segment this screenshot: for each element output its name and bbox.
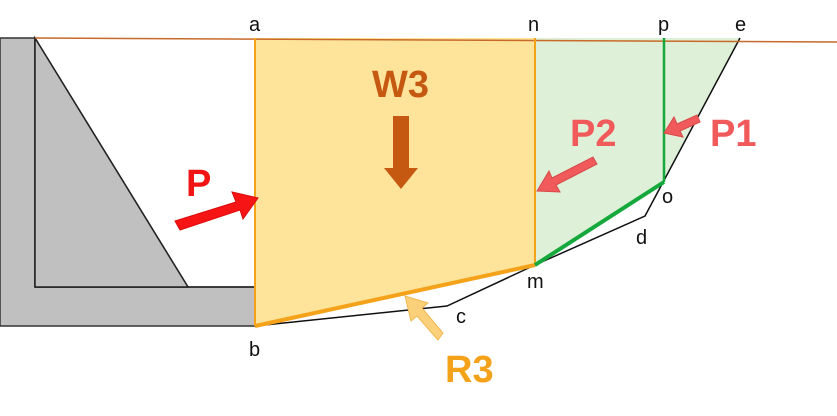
yellow-wedge — [255, 38, 535, 326]
w3-arrow — [384, 116, 418, 189]
p1-arrow — [663, 114, 701, 138]
label-p2: P2 — [570, 113, 616, 155]
wall-heel — [34, 35, 190, 288]
p-arrow — [174, 191, 259, 231]
ground-surface-line — [34, 37, 837, 43]
label-p1: P1 — [710, 113, 756, 155]
label-point-e: e — [735, 14, 746, 36]
label-point-m: m — [527, 271, 544, 293]
label-p: P — [186, 163, 211, 205]
label-point-b: b — [249, 339, 260, 361]
r3-arrow — [404, 295, 444, 341]
label-point-o: o — [662, 186, 673, 208]
green-wedge — [535, 38, 740, 265]
line-mo — [533, 180, 666, 267]
label-point-d: d — [636, 227, 647, 249]
label-w3: W3 — [372, 64, 429, 106]
label-point-c: c — [456, 306, 466, 328]
label-point-p: p — [658, 14, 669, 36]
label-point-n: n — [528, 14, 539, 36]
label-r3: R3 — [445, 349, 494, 391]
backfill-triangle — [36, 39, 254, 286]
line-bm — [254, 263, 536, 328]
label-point-a: a — [249, 14, 261, 36]
p2-arrow — [536, 156, 598, 193]
